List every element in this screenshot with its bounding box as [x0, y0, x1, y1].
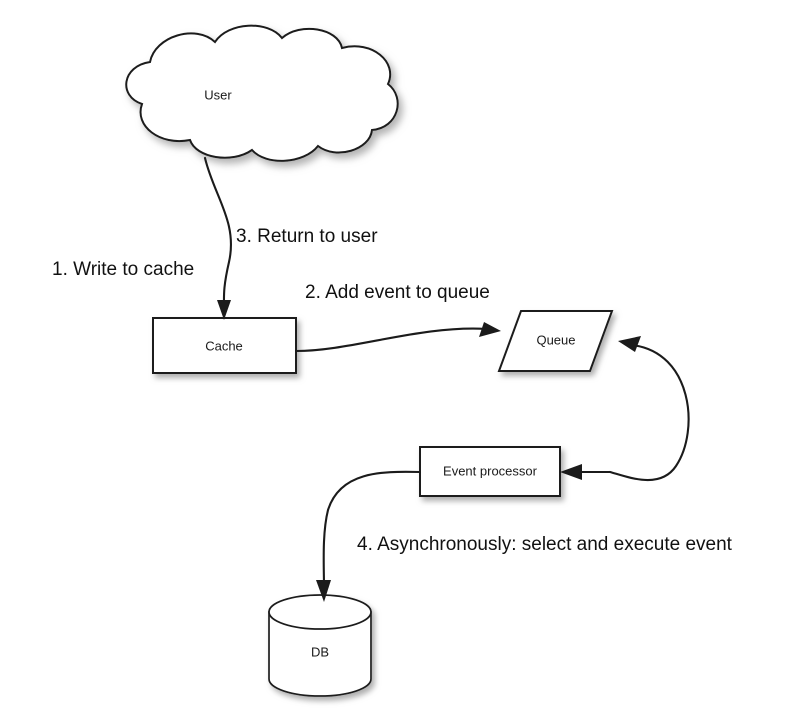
edge-event-processor-to-db[interactable]	[316, 470, 422, 602]
node-event-processor[interactable]: Event processor	[419, 446, 561, 497]
node-db-label: DB	[311, 644, 329, 659]
cloud-shape	[125, 24, 399, 162]
edge-user-to-cache-arrowhead	[217, 300, 231, 320]
edge-event-processor-to-db-line	[322, 470, 422, 590]
edge-event-processor-to-queue-arrowhead	[618, 336, 641, 352]
node-db[interactable]: DB	[268, 594, 372, 697]
node-user[interactable]: User	[125, 24, 399, 162]
queue-shape	[497, 310, 614, 372]
edge-queue-to-event-processor-arrowhead	[560, 464, 582, 480]
edge-label-step3: 3. Return to user	[236, 226, 378, 247]
edge-cache-to-queue[interactable]	[294, 322, 501, 353]
node-user-label: User	[204, 87, 232, 102]
edge-user-to-cache-line	[203, 156, 232, 310]
edge-label-step2: 2. Add event to queue	[305, 282, 490, 303]
edge-event-processor-to-db-arrowhead	[316, 580, 331, 602]
edge-label-step1: 1. Write to cache	[52, 259, 194, 280]
edge-queue-to-event-processor[interactable]	[560, 464, 612, 480]
node-queue-label: Queue	[536, 332, 575, 347]
node-queue[interactable]: Queue	[497, 310, 614, 372]
node-cache-label: Cache	[205, 338, 243, 353]
edge-user-to-cache[interactable]	[203, 156, 232, 320]
node-event-processor-label: Event processor	[443, 463, 538, 478]
edge-cache-to-queue-line	[294, 327, 489, 353]
edge-cache-to-queue-arrowhead	[479, 322, 501, 337]
node-cache[interactable]: Cache	[152, 317, 297, 374]
edge-event-processor-to-queue-line	[608, 343, 690, 481]
edge-label-step4: 4. Asynchronously: select and execute ev…	[357, 534, 733, 555]
db-top-ellipse	[268, 594, 372, 630]
edge-event-processor-to-queue[interactable]	[608, 336, 690, 481]
cache-shape	[152, 317, 297, 374]
db-body	[268, 611, 372, 697]
